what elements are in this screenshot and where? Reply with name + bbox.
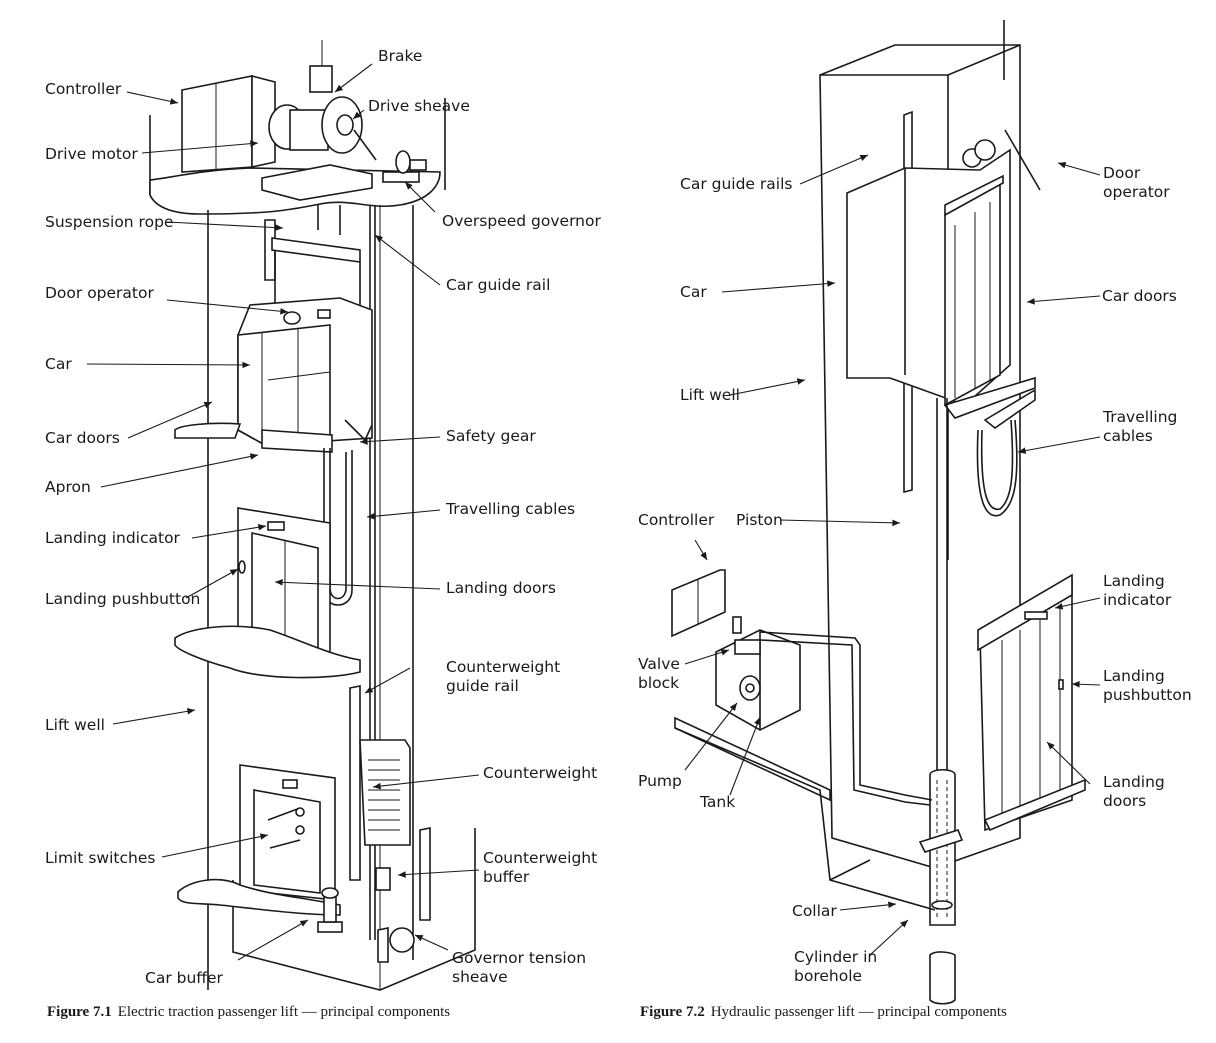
- figure-7-2-caption: Figure 7.2 Hydraulic passenger lift — pri…: [640, 1004, 1007, 1021]
- label-piston: Piston: [736, 511, 783, 529]
- overspeed-governor: [382, 150, 427, 183]
- label-controller: Controller: [45, 80, 122, 98]
- figure-7-1-drawing: [86, 40, 480, 991]
- label-door-operator: Door operator: [45, 284, 154, 302]
- figure-7-2-leaders: [684, 154, 1101, 956]
- label-travelling-cables-hydraulic: Travelling cables: [1103, 408, 1178, 445]
- landing-door-unit: [237, 507, 331, 656]
- label-door-operator-hydraulic: Door operator: [1103, 164, 1170, 201]
- label-landing-doors: Landing doors: [446, 579, 556, 597]
- label-car: Car: [45, 355, 72, 373]
- label-landing-pushbutton-hydraulic: Landing pushbutton: [1103, 667, 1192, 704]
- label-counterweight-guide-rail: Counterweight guide rail: [446, 658, 561, 695]
- label-limit-switches: Limit switches: [45, 849, 156, 867]
- label-collar: Collar: [792, 902, 837, 920]
- label-governor-tension-sheave: Governor tension sheave: [452, 949, 587, 986]
- label-car-buffer: Car buffer: [145, 969, 223, 987]
- lower-landing-door-unit: [239, 764, 336, 901]
- controller-cabinet: [181, 74, 276, 173]
- label-drive-motor: Drive motor: [45, 145, 138, 163]
- figure-7-1-caption-text: Electric traction passenger lift — princ…: [117, 1004, 451, 1020]
- landing-floor: [174, 625, 361, 679]
- label-car-doors-hydraulic: Car doors: [1102, 287, 1177, 305]
- car-frame: [264, 219, 361, 320]
- label-lift-well: Lift well: [45, 716, 105, 734]
- figure-7-1-number: Figure 7.1: [47, 1004, 112, 1020]
- pump-tank-unit: [674, 616, 933, 806]
- label-counterweight-buffer: Counterweight buffer: [483, 849, 598, 886]
- label-landing-pushbutton: Landing pushbutton: [45, 590, 201, 608]
- label-pump: Pump: [638, 772, 682, 790]
- label-drive-sheave: Drive sheave: [368, 97, 470, 115]
- label-suspension-rope: Suspension rope: [45, 213, 174, 231]
- label-car-doors: Car doors: [45, 429, 120, 447]
- label-tank: Tank: [700, 793, 736, 811]
- label-valve-block: Valve block: [638, 655, 680, 692]
- car-buffer: [317, 887, 343, 933]
- governor-tension-sheave-wheel: [389, 927, 415, 953]
- label-counterweight: Counterweight: [483, 764, 598, 782]
- label-landing-doors-hydraulic: Landing doors: [1103, 773, 1165, 810]
- car-body: [237, 297, 373, 453]
- figure-7-1-leaders: [86, 63, 480, 961]
- hydraulic-landing-door-unit: [977, 573, 1086, 832]
- counterweight-assembly: [349, 685, 431, 921]
- label-controller-hydraulic: Controller: [638, 511, 715, 529]
- figure-7-1-caption: Figure 7.1 Electric traction passenger li…: [47, 1004, 450, 1021]
- label-brake: Brake: [378, 47, 423, 65]
- label-travelling-cables: Travelling cables: [446, 500, 576, 518]
- hydraulic-controller: [671, 569, 726, 638]
- hydraulic-car: [846, 129, 1041, 429]
- label-car-guide-rails: Car guide rails: [680, 175, 793, 193]
- label-car-hydraulic: Car: [680, 283, 707, 301]
- drive-machine: [261, 40, 377, 201]
- label-overspeed-governor: Overspeed governor: [442, 212, 601, 230]
- label-lift-well-hydraulic: Lift well: [680, 386, 740, 404]
- figure-7-2-number: Figure 7.2: [640, 1004, 705, 1020]
- label-safety-gear: Safety gear: [446, 427, 536, 445]
- figure-7-2-drawing: [671, 20, 1101, 1005]
- label-car-guide-rail: Car guide rail: [446, 276, 551, 294]
- figure-7-2-caption-text: Hydraulic passenger lift — principal com…: [710, 1004, 1007, 1020]
- label-landing-indicator: Landing indicator: [45, 529, 180, 547]
- label-apron: Apron: [45, 478, 91, 496]
- cylinder: [918, 768, 964, 1005]
- label-cylinder-in-borehole: Cylinder in borehole: [794, 948, 878, 985]
- label-landing-indicator-hydraulic: Landing indicator: [1103, 572, 1172, 609]
